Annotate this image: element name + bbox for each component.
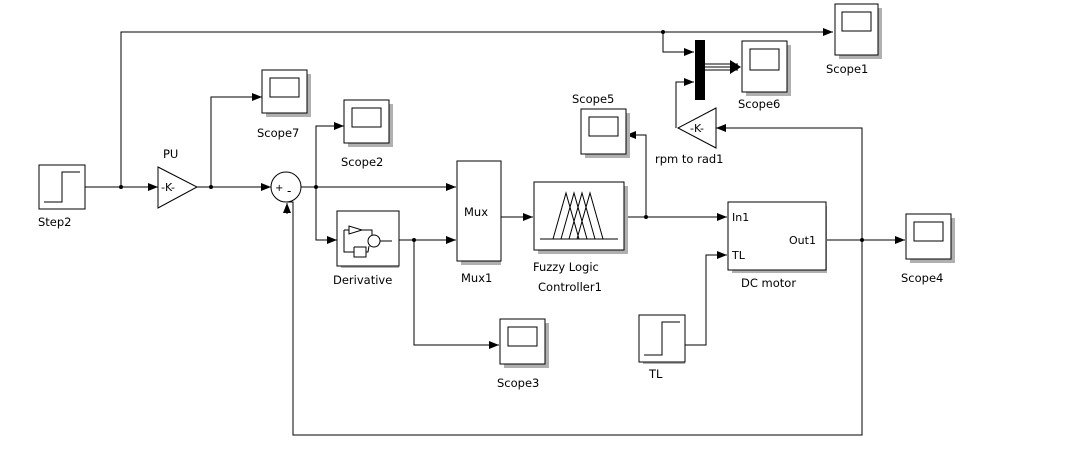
derivative-sum-icon: [367, 234, 381, 248]
scope6-mux-bar[interactable]: [695, 40, 705, 100]
wire-sum-to-scope2[interactable]: [315, 122, 344, 187]
derivative-delay-icon: [353, 246, 367, 258]
derivative-wire-icon: [362, 229, 373, 236]
scope7-block[interactable]: Scope7: [257, 69, 311, 140]
fuzzy-label-line1: Fuzzy Logic: [533, 260, 599, 274]
scope4-block[interactable]: Scope4: [901, 213, 955, 285]
branch-node: [644, 215, 648, 219]
bus-arrow-icon: [730, 60, 741, 74]
branch-node: [661, 30, 665, 34]
scope1-block[interactable]: Scope1: [826, 3, 882, 76]
scope2-block[interactable]: Scope2: [341, 99, 393, 169]
branch-node: [314, 185, 318, 189]
scope7-label: Scope7: [257, 126, 299, 140]
dc-motor-in1-port: In1: [732, 211, 749, 224]
step-waveform-icon: [644, 321, 680, 356]
scope3-label: Scope3: [497, 376, 539, 390]
branch-node: [209, 185, 213, 189]
scope4-label: Scope4: [901, 271, 943, 285]
wire-sum-to-derivative[interactable]: [315, 187, 337, 244]
dc-motor-block[interactable]: In1 TL Out1 DC motor: [727, 201, 827, 290]
signal-lines: [85, 28, 905, 436]
wire-feedback-to-rpm[interactable]: [716, 124, 863, 240]
fuzzy-label-line2: Controller1: [538, 280, 602, 294]
derivative-label: Derivative: [333, 273, 392, 287]
step2-block[interactable]: Step2: [38, 164, 86, 229]
scope6-block[interactable]: Scope6: [738, 40, 791, 111]
membership-functions-icon: [540, 191, 618, 240]
wire-rpm-to-mux6[interactable]: [675, 78, 694, 128]
branch-nodes: [119, 30, 864, 242]
scope2-label: Scope2: [341, 155, 383, 169]
rpm-gain-value: -K-: [690, 122, 704, 135]
mux1-block[interactable]: Mux Mux1: [456, 160, 502, 285]
branch-node: [860, 238, 864, 242]
scope3-block[interactable]: Scope3: [497, 318, 549, 390]
wire-step-to-scope1[interactable]: [120, 28, 833, 187]
scope1-label: Scope1: [826, 62, 868, 76]
scope6-label: Scope6: [738, 97, 780, 111]
derivative-wire-icon: [343, 230, 354, 253]
pu-gain-block[interactable]: PU -K-: [157, 147, 199, 209]
step2-label: Step2: [38, 215, 72, 229]
scope5-block[interactable]: Scope5: [572, 92, 630, 158]
sum-block[interactable]: + -: [270, 171, 302, 203]
dc-motor-out1-port: Out1: [789, 234, 816, 247]
mux1-label: Mux1: [461, 271, 492, 285]
branch-node: [412, 238, 416, 242]
derivative-block[interactable]: Derivative: [333, 210, 400, 287]
pu-label: PU: [163, 147, 178, 161]
pu-gain-value: -K-: [161, 181, 175, 194]
rpm-to-rad-gain-block[interactable]: -K- rpm to rad1: [655, 107, 723, 166]
mux1-inner-label: Mux: [464, 205, 488, 219]
dc-motor-tl-port: TL: [731, 249, 746, 262]
sum-minus-sign: -: [287, 184, 291, 198]
wire-step-to-mux6[interactable]: [662, 32, 694, 56]
wire-derivative-to-scope3[interactable]: [413, 240, 499, 349]
dc-motor-label: DC motor: [741, 276, 796, 290]
derivative-wire-icon: [366, 245, 370, 253]
tl-label: TL: [648, 367, 663, 381]
scope5-label: Scope5: [572, 92, 614, 106]
wire-fuzzy-to-scope5[interactable]: [626, 131, 647, 217]
wire-pu-to-scope7[interactable]: [210, 93, 262, 187]
tl-step-block[interactable]: TL: [638, 314, 686, 381]
step-waveform-icon: [44, 171, 80, 203]
branch-node: [119, 185, 123, 189]
wire-feedback-to-sum[interactable]: [287, 201, 863, 436]
rpm-to-rad-label: rpm to rad1: [655, 152, 723, 166]
wire-tl-to-dcmotor[interactable]: [685, 251, 727, 346]
sum-plus-sign: +: [275, 183, 283, 194]
fuzzy-logic-controller-block[interactable]: Fuzzy Logic Controller1: [533, 181, 628, 294]
